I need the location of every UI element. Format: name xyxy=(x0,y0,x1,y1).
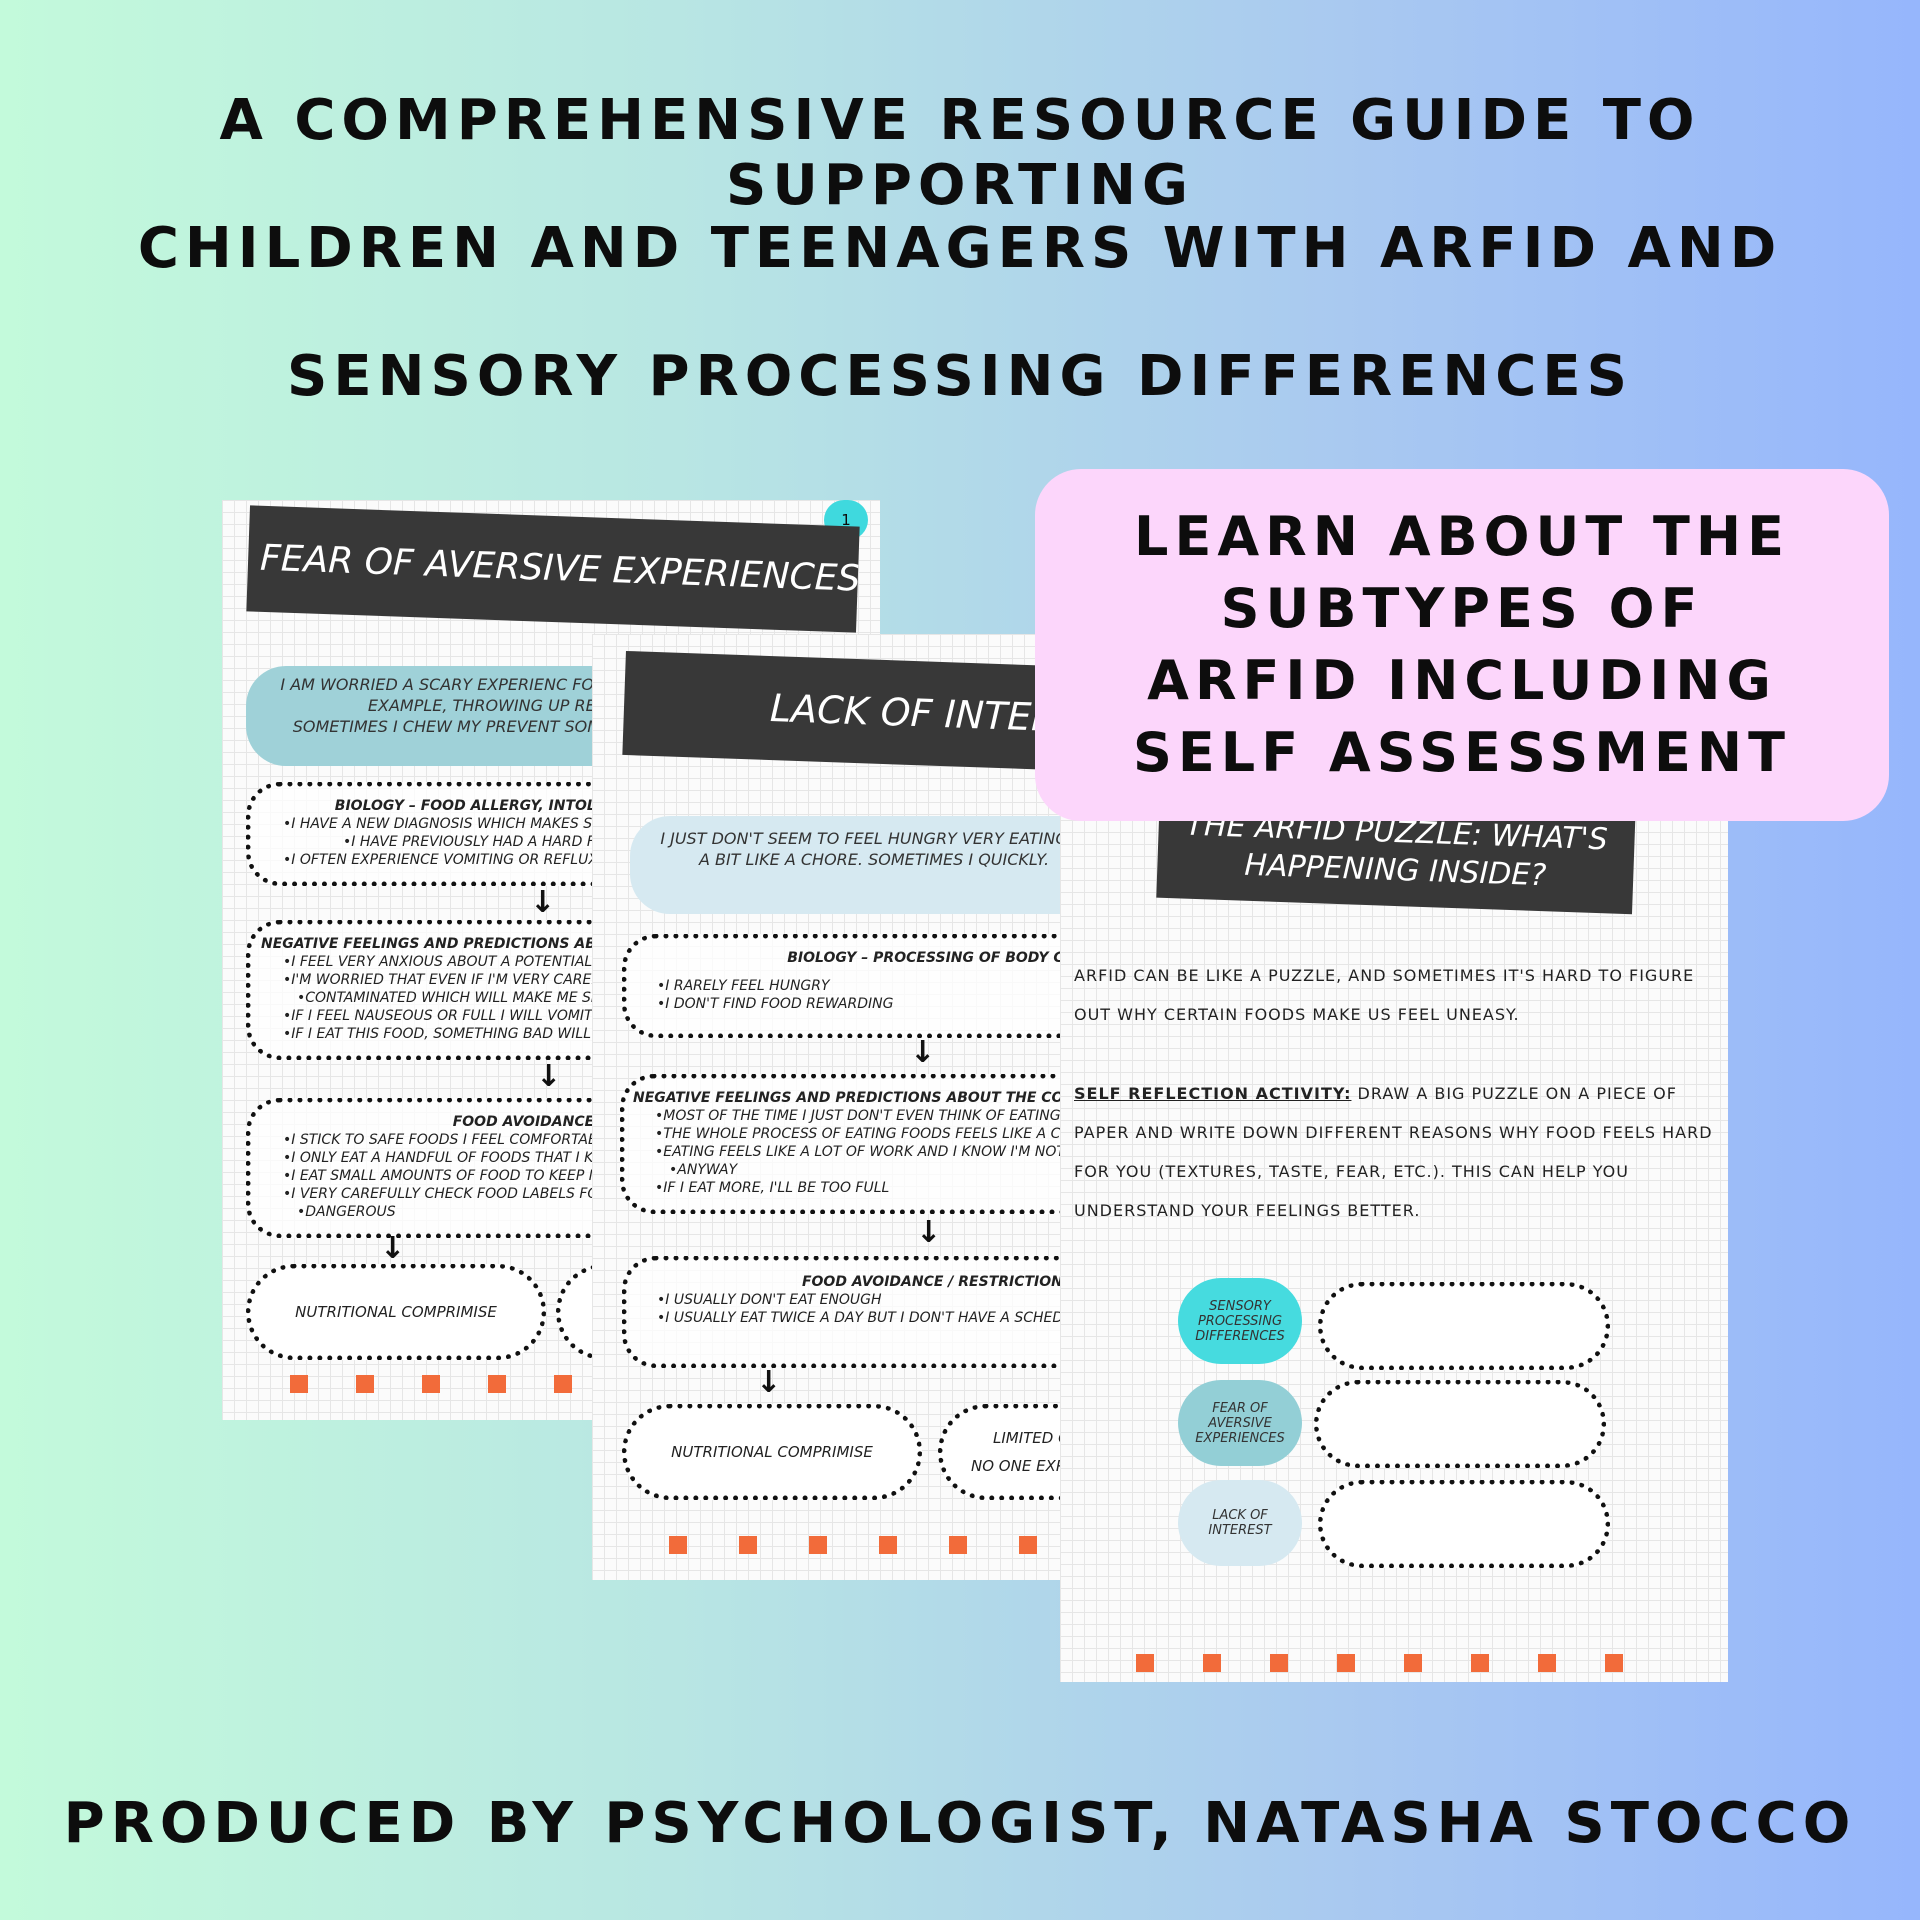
list-item: The whole process of eating foods feels … xyxy=(655,1125,1095,1143)
answer-box-sensory xyxy=(1318,1282,1610,1370)
statement-bubble-lack-of-interest: I just don't seem to feel hungry very ea… xyxy=(630,816,1100,914)
decor-square xyxy=(1404,1654,1422,1672)
list-item: dangerous xyxy=(283,1203,661,1221)
subtype-pill-fear: Fear of aversive experiences xyxy=(1178,1380,1302,1466)
answer-box-fear xyxy=(1314,1380,1606,1468)
decor-square xyxy=(290,1375,308,1393)
list-item: I'm worried that even if I'm very caref xyxy=(283,971,661,989)
list-item: If I eat more, I'll be too full xyxy=(655,1179,1095,1197)
list-item: I often experience vomiting or reflux xyxy=(283,851,661,869)
decor-square xyxy=(1605,1654,1623,1672)
author-credit: Produced by psychologist, Natasha Stocco xyxy=(63,1791,1857,1856)
list-item: If I feel nauseous or full I will vomit xyxy=(283,1007,661,1025)
arrow-down-icon: ↓ xyxy=(916,1215,942,1250)
decor-square xyxy=(669,1536,687,1554)
decor-square xyxy=(1337,1654,1355,1672)
decor-square xyxy=(879,1536,897,1554)
decor-square xyxy=(949,1536,967,1554)
arrow-down-icon: ↓ xyxy=(910,1035,936,1070)
preview-page-lack-of-interest: Lack of inter I just don't seem to feel … xyxy=(592,634,1112,1580)
decor-square xyxy=(488,1375,506,1393)
subtype-pill-lack: Lack of interest xyxy=(1178,1480,1302,1566)
list-item: I don't find food rewarding xyxy=(657,995,1087,1013)
decor-square xyxy=(1203,1654,1221,1672)
list-item: I eat small amounts of food to keep m xyxy=(283,1167,661,1185)
list-item: Eating feels like a lot of work and I kn… xyxy=(655,1143,1095,1161)
activity-text: Draw a big puzzle on a piece of paper an… xyxy=(1074,1084,1713,1220)
decor-square xyxy=(356,1375,374,1393)
biology-heading: Biology – processing of body cu xyxy=(787,950,1075,966)
page-title-fear: Fear of aversive experiences xyxy=(246,505,860,633)
feelings-heading: Negative feelings and predictions about … xyxy=(633,1090,1076,1106)
outcome-box: Nutritional comprimise xyxy=(622,1404,922,1500)
list-item: contaminated which will make me sic xyxy=(283,989,661,1007)
biology-box-lack: Biology – processing of body cu I rarely… xyxy=(622,934,1092,1038)
headline-line-1: A comprehensive resource guide to suppor… xyxy=(219,88,1701,218)
arrow-down-icon: ↓ xyxy=(756,1365,782,1400)
list-item: I usually eat twice a day but I don't ha… xyxy=(657,1309,1097,1327)
arrow-down-icon: ↓ xyxy=(380,1231,406,1266)
outcome-text: Limited c xyxy=(993,1429,1069,1447)
subtypes-callout: Learn about the subtypes of ARFID includ… xyxy=(1035,469,1889,821)
subtype-pill-sensory: Sensory processing differences xyxy=(1178,1278,1302,1364)
decor-square xyxy=(1136,1654,1154,1672)
list-item: I stick to safe foods I feel comfortab xyxy=(283,1131,661,1149)
activity-label: Self reflection activity: xyxy=(1074,1084,1352,1103)
decor-square xyxy=(554,1375,572,1393)
list-item: I feel very anxious about a potential e xyxy=(283,953,661,971)
avoidance-box-lack: Food avoidance / restriction (v I usuall… xyxy=(622,1256,1102,1368)
decor-square xyxy=(422,1375,440,1393)
list-item: I have a new diagnosis which makes so xyxy=(283,815,661,833)
headline-line-3: sensory processing differences xyxy=(287,344,1633,409)
list-item: I have previously had a hard f xyxy=(283,833,661,851)
headline-line-2: children and teenagers with ARFID and xyxy=(137,216,1783,281)
list-item: I usually don't eat enough xyxy=(657,1291,1097,1309)
decor-square xyxy=(809,1536,827,1554)
decor-square xyxy=(1270,1654,1288,1672)
intro-paragraph: ARFID can be like a puzzle, and sometime… xyxy=(1074,966,1695,1024)
feelings-box-fear: Negative feelings and predictions abou I… xyxy=(246,920,666,1060)
list-item: anyway xyxy=(655,1161,1095,1179)
answer-box-lack xyxy=(1318,1480,1610,1568)
list-item: I very carefully check food labels fo xyxy=(283,1185,661,1203)
list-item: I rarely feel hungry xyxy=(657,977,1087,995)
feelings-heading: Negative feelings and predictions abou xyxy=(261,936,620,952)
arrow-down-icon: ↓ xyxy=(530,885,556,920)
feelings-box-lack: Negative feelings and predictions about … xyxy=(620,1074,1100,1214)
decor-square xyxy=(1471,1654,1489,1672)
list-item: Most of the time I just don't even think… xyxy=(655,1107,1095,1125)
preview-page-arfid-puzzle: The ARFID puzzle: what's happening insid… xyxy=(1060,760,1728,1682)
decor-square xyxy=(1019,1536,1037,1554)
decor-square xyxy=(739,1536,757,1554)
decor-square xyxy=(1538,1654,1556,1672)
outcome-box: Nutritional comprimise xyxy=(246,1264,546,1360)
list-item: I only eat a handful of foods that I kn xyxy=(283,1149,661,1167)
activity-paragraph: Self reflection activity: Draw a big puz… xyxy=(1074,1074,1714,1230)
arrow-down-icon: ↓ xyxy=(536,1059,562,1094)
biology-heading: Biology – food allergy, intoleranc xyxy=(334,798,649,814)
avoidance-heading: Food avoidance / restriction (v xyxy=(801,1274,1085,1290)
list-item: If I eat this food, something bad will h xyxy=(283,1025,661,1043)
callout-text: Learn about the subtypes of ARFID includ… xyxy=(1133,505,1791,784)
outcome-text: No one exp xyxy=(971,1457,1065,1475)
